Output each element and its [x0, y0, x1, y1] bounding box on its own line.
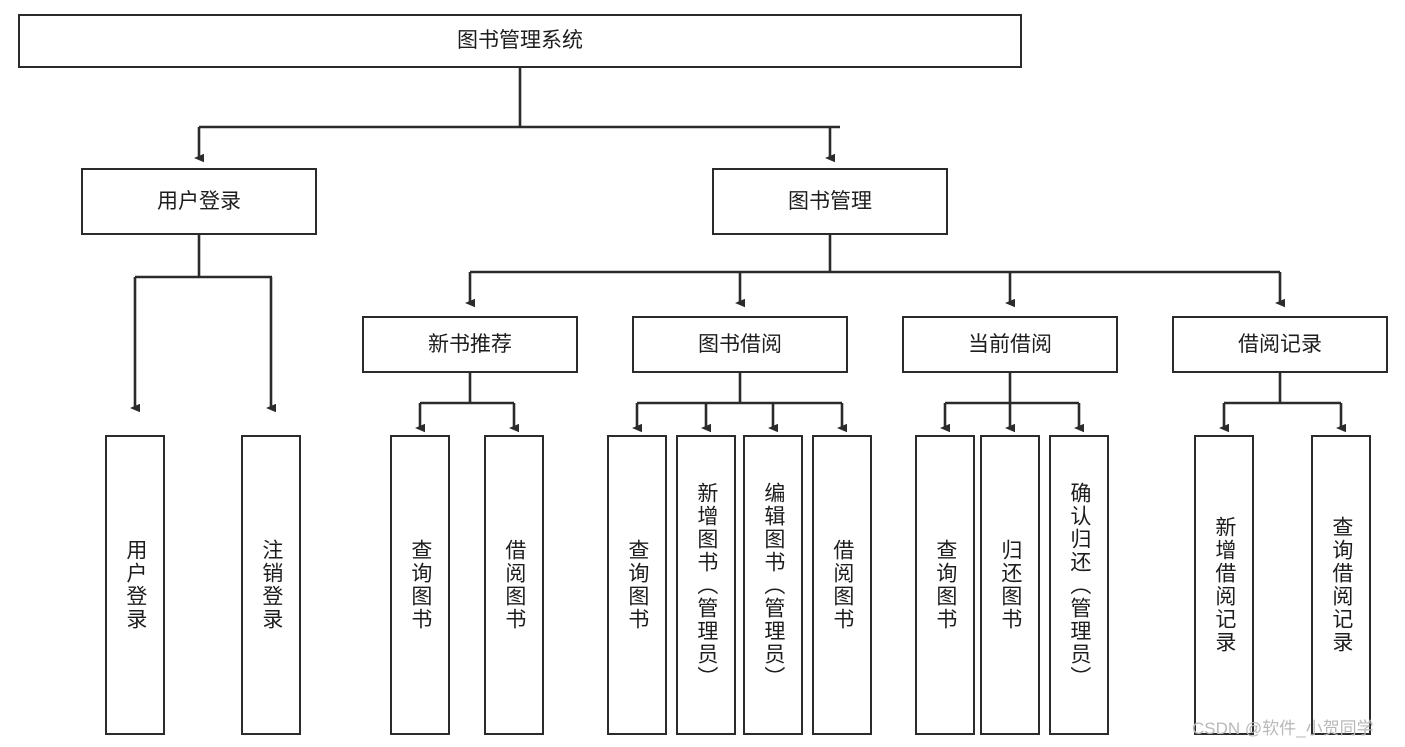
node-leaf-query-book-3[interactable]: 查询图书: [915, 435, 975, 735]
node-leaf-query-record[interactable]: 查询借阅记录: [1311, 435, 1371, 735]
node-leaf-borrow-book-2-label: 借阅图书: [830, 539, 854, 631]
node-leaf-query-book-2[interactable]: 查询图书: [607, 435, 667, 735]
node-leaf-add-record[interactable]: 新增借阅记录: [1194, 435, 1254, 735]
node-leaf-user-login-label: 用户登录: [123, 539, 147, 631]
node-leaf-query-book-2-label: 查询图书: [625, 539, 649, 631]
node-new-book-recommend-label: 新书推荐: [428, 332, 512, 356]
node-leaf-query-book-1[interactable]: 查询图书: [390, 435, 450, 735]
node-leaf-query-book-1-label: 查询图书: [408, 539, 432, 631]
node-leaf-add-book-label: 新增图书（管理员）: [694, 481, 718, 689]
node-book-manage[interactable]: 图书管理: [712, 168, 948, 235]
node-leaf-borrow-book-2[interactable]: 借阅图书: [812, 435, 872, 735]
node-leaf-add-book[interactable]: 新增图书（管理员）: [676, 435, 736, 735]
node-book-borrow-label: 图书借阅: [698, 332, 782, 356]
node-leaf-logout-label: 注销登录: [259, 539, 283, 631]
node-borrow-record-label: 借阅记录: [1238, 332, 1322, 356]
node-leaf-return-book-label: 归还图书: [998, 539, 1022, 631]
node-borrow-record[interactable]: 借阅记录: [1172, 316, 1388, 373]
node-new-book-recommend[interactable]: 新书推荐: [362, 316, 578, 373]
node-leaf-query-record-label: 查询借阅记录: [1329, 516, 1353, 654]
node-leaf-borrow-book-1[interactable]: 借阅图书: [484, 435, 544, 735]
node-leaf-confirm-return-label: 确认归还（管理员）: [1067, 481, 1091, 689]
node-current-borrow-label: 当前借阅: [968, 332, 1052, 356]
node-user-login-label: 用户登录: [157, 189, 241, 213]
node-book-borrow[interactable]: 图书借阅: [632, 316, 848, 373]
node-leaf-edit-book[interactable]: 编辑图书（管理员）: [743, 435, 803, 735]
node-leaf-return-book[interactable]: 归还图书: [980, 435, 1040, 735]
node-root-label: 图书管理系统: [457, 29, 583, 53]
node-book-manage-label: 图书管理: [788, 189, 872, 213]
node-leaf-logout[interactable]: 注销登录: [241, 435, 301, 735]
node-root[interactable]: 图书管理系统: [18, 14, 1022, 68]
node-leaf-user-login[interactable]: 用户登录: [105, 435, 165, 735]
node-leaf-edit-book-label: 编辑图书（管理员）: [761, 481, 785, 689]
node-leaf-add-record-label: 新增借阅记录: [1212, 516, 1236, 654]
node-leaf-confirm-return[interactable]: 确认归还（管理员）: [1049, 435, 1109, 735]
node-leaf-borrow-book-1-label: 借阅图书: [502, 539, 526, 631]
node-current-borrow[interactable]: 当前借阅: [902, 316, 1118, 373]
node-user-login[interactable]: 用户登录: [81, 168, 317, 235]
node-leaf-query-book-3-label: 查询图书: [933, 539, 957, 631]
